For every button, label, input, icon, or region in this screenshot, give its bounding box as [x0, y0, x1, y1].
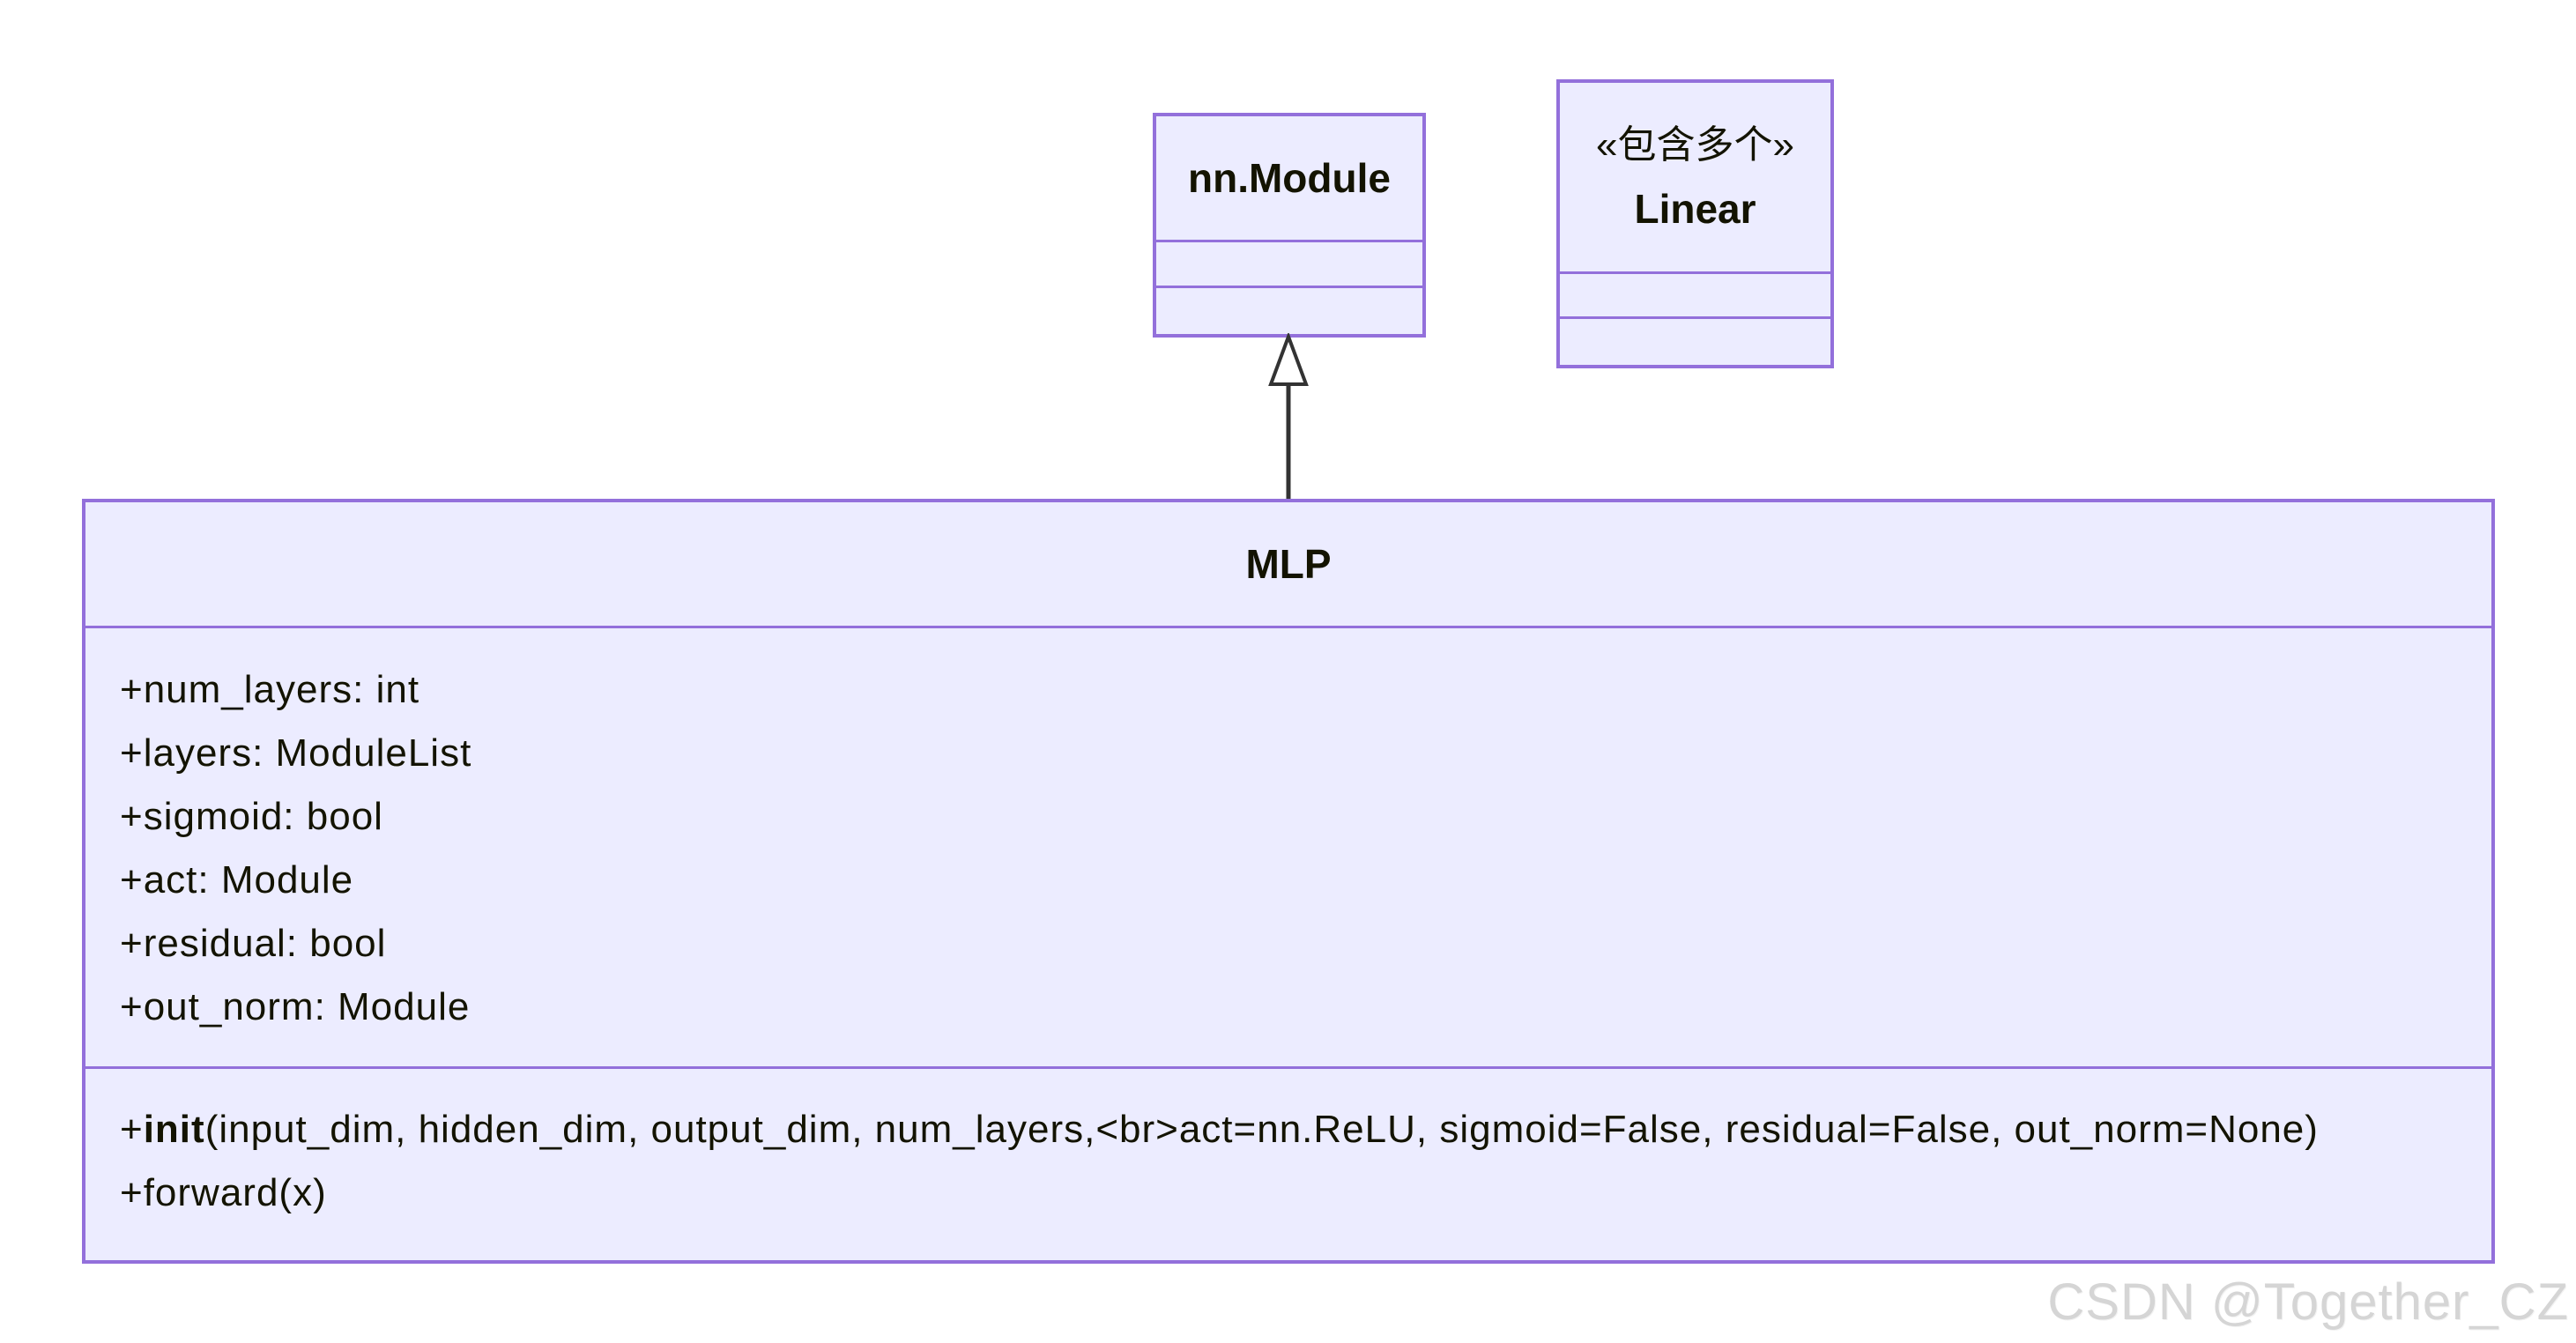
linear-annotation: «包含多个» — [1596, 123, 1794, 167]
class-title-linear: Linear — [1634, 186, 1756, 232]
inheritance-arrow — [1268, 333, 1309, 502]
mlp-attribute-layers: +layers: ModuleList — [120, 731, 472, 775]
mlp-attribute-num-layers: +num_layers: int — [120, 668, 420, 711]
mlp-method-init-prefix: + — [120, 1108, 144, 1151]
mlp-method-forward: +forward(x) — [120, 1171, 327, 1214]
mlp-method-init: +init(input_dim, hidden_dim, output_dim,… — [120, 1098, 2474, 1161]
mlp-attribute-residual: +residual: bool — [120, 922, 387, 965]
mlp-method-init-signature: (input_dim, hidden_dim, output_dim, num_… — [204, 1108, 2319, 1151]
mlp-attribute-out-norm: +out_norm: Module — [120, 985, 471, 1028]
class-title-mlp: MLP — [1245, 541, 1332, 587]
mlp-attribute-act: +act: Module — [120, 858, 354, 902]
class-box-nn-module: nn.Module — [1153, 113, 1426, 338]
linear-attributes-compartment — [1560, 271, 1830, 316]
mlp-methods-compartment: +init(input_dim, hidden_dim, output_dim,… — [85, 1066, 2491, 1260]
csdn-watermark: CSDN @Together_CZ — [2047, 1273, 2569, 1331]
class-box-linear: «包含多个» Linear — [1556, 79, 1834, 368]
nn-module-methods-compartment — [1156, 286, 1422, 334]
linear-methods-compartment — [1560, 316, 1830, 365]
nn-module-attributes-compartment — [1156, 240, 1422, 286]
class-title-nn-module: nn.Module — [1188, 155, 1391, 201]
mlp-attributes-compartment: +num_layers: int +layers: ModuleList +si… — [85, 626, 2491, 1066]
linear-title-block: «包含多个» Linear — [1560, 83, 1830, 271]
class-box-mlp: MLP +num_layers: int +layers: ModuleList… — [82, 499, 2495, 1264]
mlp-attribute-sigmoid: +sigmoid: bool — [120, 795, 383, 838]
mlp-method-init-name: init — [143, 1108, 205, 1151]
hollow-triangle-arrowhead-icon — [1268, 333, 1309, 386]
